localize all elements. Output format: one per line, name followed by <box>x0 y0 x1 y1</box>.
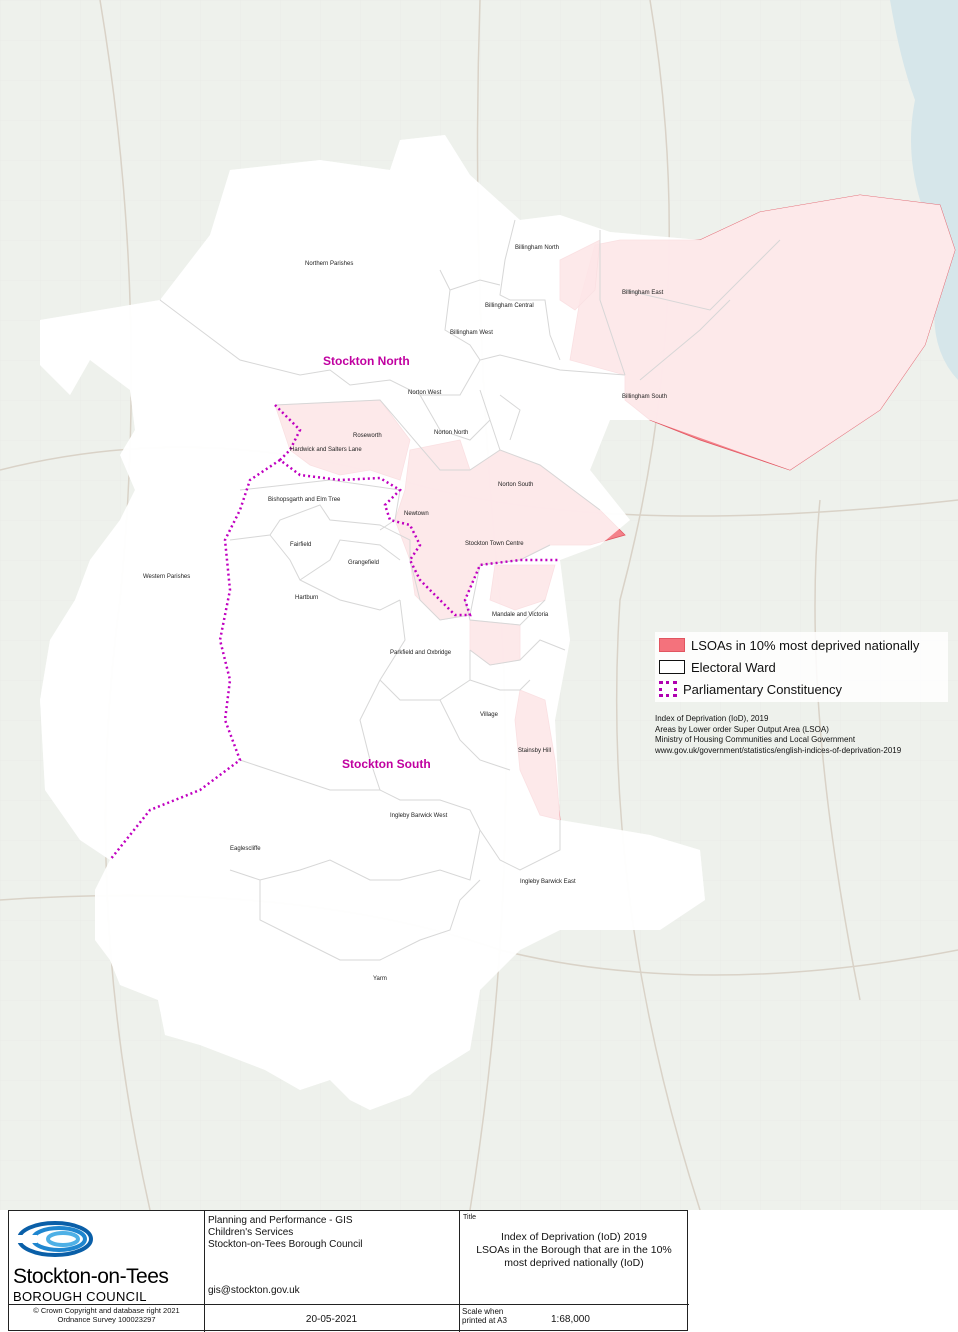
ward-label: Bishopsgarth and Elm Tree <box>268 497 341 503</box>
ward-label: Billingham East <box>622 290 664 296</box>
title-line: LSOAs in the Borough that are in the 10% <box>476 1244 672 1256</box>
ward-label: Billingham North <box>515 245 560 251</box>
ward-label: Western Parishes <box>143 574 191 580</box>
ward-label: Roseworth <box>353 433 382 439</box>
contact-email[interactable]: gis@stockton.gov.uk <box>208 1285 300 1296</box>
constituency-label-south: Stockton South <box>342 757 431 771</box>
ward-label: Mandale and Victoria <box>492 612 549 618</box>
constituency-label-north: Stockton North <box>323 354 410 368</box>
ward-label: Billingham South <box>622 394 668 400</box>
ward-label: Ingleby Barwick East <box>520 879 576 885</box>
copyright-line: © Crown Copyright and database right 202… <box>33 1306 180 1315</box>
ward-label: Ingleby Barwick West <box>390 813 448 819</box>
ward-label: Stainsby Hill <box>518 748 552 754</box>
ward-label: Yarm <box>373 976 387 982</box>
map-scale: 1:68,000 <box>551 1314 590 1325</box>
scale-label-line: Scale when <box>462 1307 504 1316</box>
map-legend: LSOAs in 10% most deprived nationally El… <box>655 632 948 702</box>
scale-label-line: printed at A3 <box>462 1316 507 1325</box>
logo-subtitle: BOROUGH COUNCIL <box>13 1289 147 1304</box>
department-line: Stockton-on-Tees Borough Council <box>208 1239 363 1250</box>
legend-label: LSOAs in 10% most deprived nationally <box>691 637 920 653</box>
legend-item-constituency: Parliamentary Constituency <box>659 678 944 700</box>
ward-label: Hardwick and Salters Lane <box>290 447 362 453</box>
source-line: www.gov.uk/government/statistics/english… <box>655 745 902 755</box>
swirl-logo-icon <box>15 1221 93 1257</box>
map-area[interactable]: Billingham North Billingham East Billing… <box>0 0 958 1211</box>
source-line: Index of Deprivation (IoD), 2019 <box>655 714 769 723</box>
department-line: Children's Services <box>208 1227 294 1238</box>
ward-label: Grangefield <box>348 560 380 566</box>
logo-name: Stockton-on-Tees <box>13 1265 169 1288</box>
ward-label: Norton West <box>408 390 442 396</box>
legend-item-deprived: LSOAs in 10% most deprived nationally <box>659 634 944 656</box>
ward-label: Stockton Town Centre <box>465 541 524 547</box>
source-notes: Index of Deprivation (IoD), 2019 Areas b… <box>655 714 955 756</box>
map-title-block: Stockton-on-Tees BOROUGH COUNCIL Plannin… <box>8 1210 689 1332</box>
ward-label: Fairfield <box>290 542 312 548</box>
ward-label: Billingham West <box>450 330 493 336</box>
department-line: Planning and Performance - GIS <box>208 1215 353 1226</box>
ward-label: Billingham Central <box>485 303 534 309</box>
map-title: Index of Deprivation (IoD) 2019 LSOAs in… <box>459 1231 689 1270</box>
ward-swatch <box>659 660 685 674</box>
ward-label: Norton North <box>434 430 469 436</box>
scale-label: Scale when printed at A3 <box>462 1307 507 1325</box>
title-line: most deprived nationally (IoD) <box>504 1257 644 1269</box>
constituency-swatch <box>659 681 677 697</box>
source-line: Ministry of Housing Communities and Loca… <box>655 735 856 744</box>
legend-label: Parliamentary Constituency <box>683 681 842 697</box>
copyright-line: Ordnance Survey 100023297 <box>57 1315 156 1324</box>
title-line: Index of Deprivation (IoD) 2019 <box>501 1231 647 1243</box>
legend-item-ward: Electoral Ward <box>659 656 944 678</box>
ward-label: Eaglescliffe <box>230 846 261 852</box>
ward-label: Parkfield and Oxbridge <box>390 650 452 656</box>
ward-label: Newtown <box>404 511 429 517</box>
copyright-notice: © Crown Copyright and database right 202… <box>9 1306 204 1324</box>
map-date: 20-05-2021 <box>305 1314 358 1325</box>
source-line: Areas by Lower order Super Output Area (… <box>655 724 829 734</box>
deprived-swatch <box>659 638 685 652</box>
title-label: Title <box>463 1214 476 1221</box>
ward-label: Norton South <box>498 482 534 488</box>
map-canvas <box>0 0 958 1211</box>
ward-label: Hartburn <box>295 595 319 601</box>
department-block: Planning and Performance - GIS Children'… <box>208 1215 458 1251</box>
legend-label: Electoral Ward <box>691 659 776 675</box>
ward-label: Village <box>480 712 498 718</box>
ward-label: Northern Parishes <box>305 261 354 267</box>
constituency-boundary <box>38 133 957 1112</box>
council-logo: Stockton-on-Tees BOROUGH COUNCIL <box>9 1211 204 1304</box>
